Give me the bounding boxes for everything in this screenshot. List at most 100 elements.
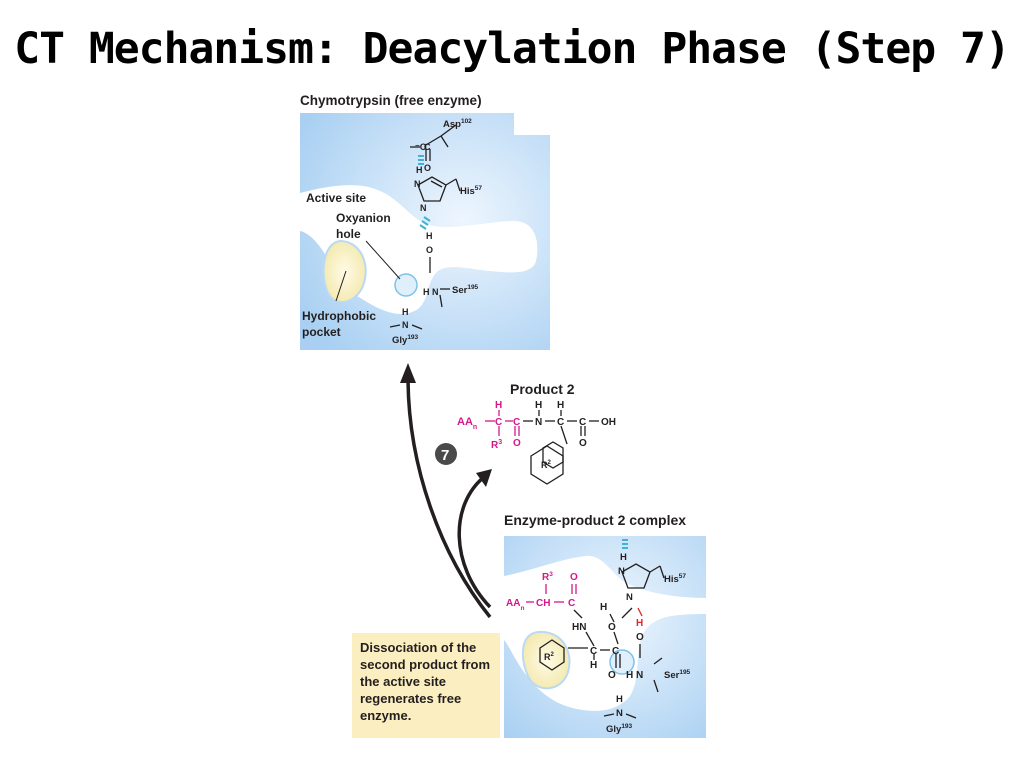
cplx-h2: H	[590, 660, 597, 671]
svg-text:Gly193: Gly193	[606, 723, 633, 735]
cplx-ser-h: H	[636, 618, 643, 629]
cplx-ser-hn: H N	[626, 670, 643, 681]
cplx-c2: C	[590, 646, 597, 657]
cplx-gly-h: H	[616, 694, 623, 705]
ser-hn: H N	[423, 287, 439, 297]
svg-text:R2: R2	[544, 652, 555, 662]
cplx-his-label: His	[664, 574, 679, 585]
product-aa: AA	[457, 416, 473, 428]
cplx-r3-sup: 3	[549, 571, 553, 578]
gly-label: Gly	[392, 335, 408, 346]
svg-text:Ser195: Ser195	[664, 669, 691, 681]
cplx-hn: HN	[572, 622, 586, 633]
cplx-his-n2: N	[626, 592, 633, 603]
svg-text:AAn: AAn	[506, 598, 524, 612]
asp-number: 102	[461, 118, 472, 125]
his-number: 57	[475, 185, 483, 192]
svg-text:AAn: AAn	[457, 416, 477, 431]
asp-c: C	[424, 142, 431, 152]
asp-o-minus: ⁻O	[415, 142, 427, 152]
complex-panel: R3 O AAn CH C HN H O C H C O R2 H N N Hi…	[504, 536, 706, 738]
product-h1: H	[495, 400, 502, 411]
svg-text:Asp102: Asp102	[443, 118, 472, 130]
cplx-r3: R	[542, 572, 550, 583]
svg-text:R3: R3	[491, 439, 502, 451]
ser-o: O	[426, 245, 433, 255]
product-r3-sup: 3	[498, 439, 502, 446]
cplx-r2-sup: 2	[551, 652, 555, 658]
product-n: N	[535, 417, 542, 428]
product-2-structure: AAn H C C O R3 N H C H C O OH R2	[457, 400, 616, 485]
cplx-h1: H	[600, 602, 607, 613]
cplx-c3: C	[612, 646, 619, 657]
product-c3: C	[557, 417, 564, 428]
slide-title: CT Mechanism: Deacylation Phase (Step 7)	[14, 24, 1011, 74]
release-arrowhead	[476, 469, 492, 487]
svg-text:R3: R3	[542, 571, 553, 583]
asp-o: O	[424, 163, 431, 173]
product-r2-sup: 2	[548, 460, 552, 466]
hydrophobic-pocket	[322, 239, 367, 304]
product-h2: H	[535, 400, 542, 411]
oxyanion-hole	[394, 273, 418, 297]
product-oh: OH	[601, 417, 616, 428]
hole-label: hole	[336, 227, 361, 241]
hydrophobic-label: Hydrophobic	[302, 309, 376, 323]
cplx-ser-number: 195	[679, 669, 690, 676]
asp-102	[410, 124, 457, 161]
product-h3: H	[557, 400, 564, 411]
pocket-label: pocket	[302, 325, 341, 339]
step-number: 7	[441, 447, 449, 464]
free-enzyme-heading: Chymotrypsin (free enzyme)	[300, 93, 482, 108]
cplx-ser-o: O	[636, 632, 644, 643]
active-site-label: Active site	[306, 191, 366, 205]
svg-text:His57: His57	[664, 573, 686, 585]
cplx-o3: O	[608, 670, 616, 681]
cplx-benzene-ring	[539, 639, 565, 671]
asp-label: Asp	[443, 119, 461, 130]
product-aa-n: n	[473, 424, 477, 431]
cplx-o2: O	[608, 622, 616, 633]
his-n1: N	[414, 179, 421, 189]
cplx-ch: CH	[536, 598, 550, 609]
product-r2: R	[541, 460, 548, 470]
cplx-aa-n: n	[520, 605, 524, 612]
free-enzyme-sub: (free enzyme)	[394, 93, 482, 108]
his-h-top: H	[416, 165, 423, 175]
reaction-arrows: 7	[400, 363, 492, 619]
regeneration-arrowhead	[400, 363, 416, 383]
product-r3: R	[491, 440, 499, 451]
oxyanion-label: Oxyanion	[336, 211, 391, 225]
his-57-ring	[417, 176, 461, 202]
cplx-ser-label: Ser	[664, 670, 680, 681]
cplx-gly-n: N	[616, 708, 623, 719]
caption-box: Dissociation of the second product from …	[352, 633, 500, 738]
cplx-his-ring	[621, 563, 665, 589]
complex-hydrophobic-pocket	[521, 630, 571, 690]
ser-number: 195	[467, 284, 478, 291]
cplx-c1: C	[568, 598, 575, 609]
cplx-his-h: H	[620, 552, 627, 563]
gly-h: H	[402, 307, 409, 317]
cplx-his-number: 57	[679, 573, 687, 580]
regeneration-arrow	[406, 376, 492, 619]
product-c2: C	[513, 417, 520, 428]
complex-heading: Enzyme-product 2 complex	[504, 512, 687, 528]
release-arrow	[457, 475, 492, 609]
cplx-gly-number: 193	[621, 723, 632, 730]
ser-h: H	[426, 231, 433, 241]
product-c4: C	[579, 417, 586, 428]
gly-number: 193	[407, 334, 418, 341]
cplx-aa: AA	[506, 598, 520, 609]
cplx-r2: R	[544, 652, 551, 662]
cplx-gly-label: Gly	[606, 724, 622, 735]
svg-text:R2: R2	[541, 460, 552, 470]
product-o1: O	[513, 438, 521, 449]
his-n2: N	[420, 203, 427, 213]
his-label: His	[460, 186, 475, 197]
svg-text:Gly193: Gly193	[392, 334, 419, 346]
ser-label: Ser	[452, 285, 468, 296]
free-enzyme-name: Chymotrypsin	[300, 93, 391, 108]
free-enzyme-panel: Asp102 ⁻O C O H N N His57 H O H N Ser195…	[300, 113, 550, 350]
svg-text:His57: His57	[460, 185, 482, 197]
